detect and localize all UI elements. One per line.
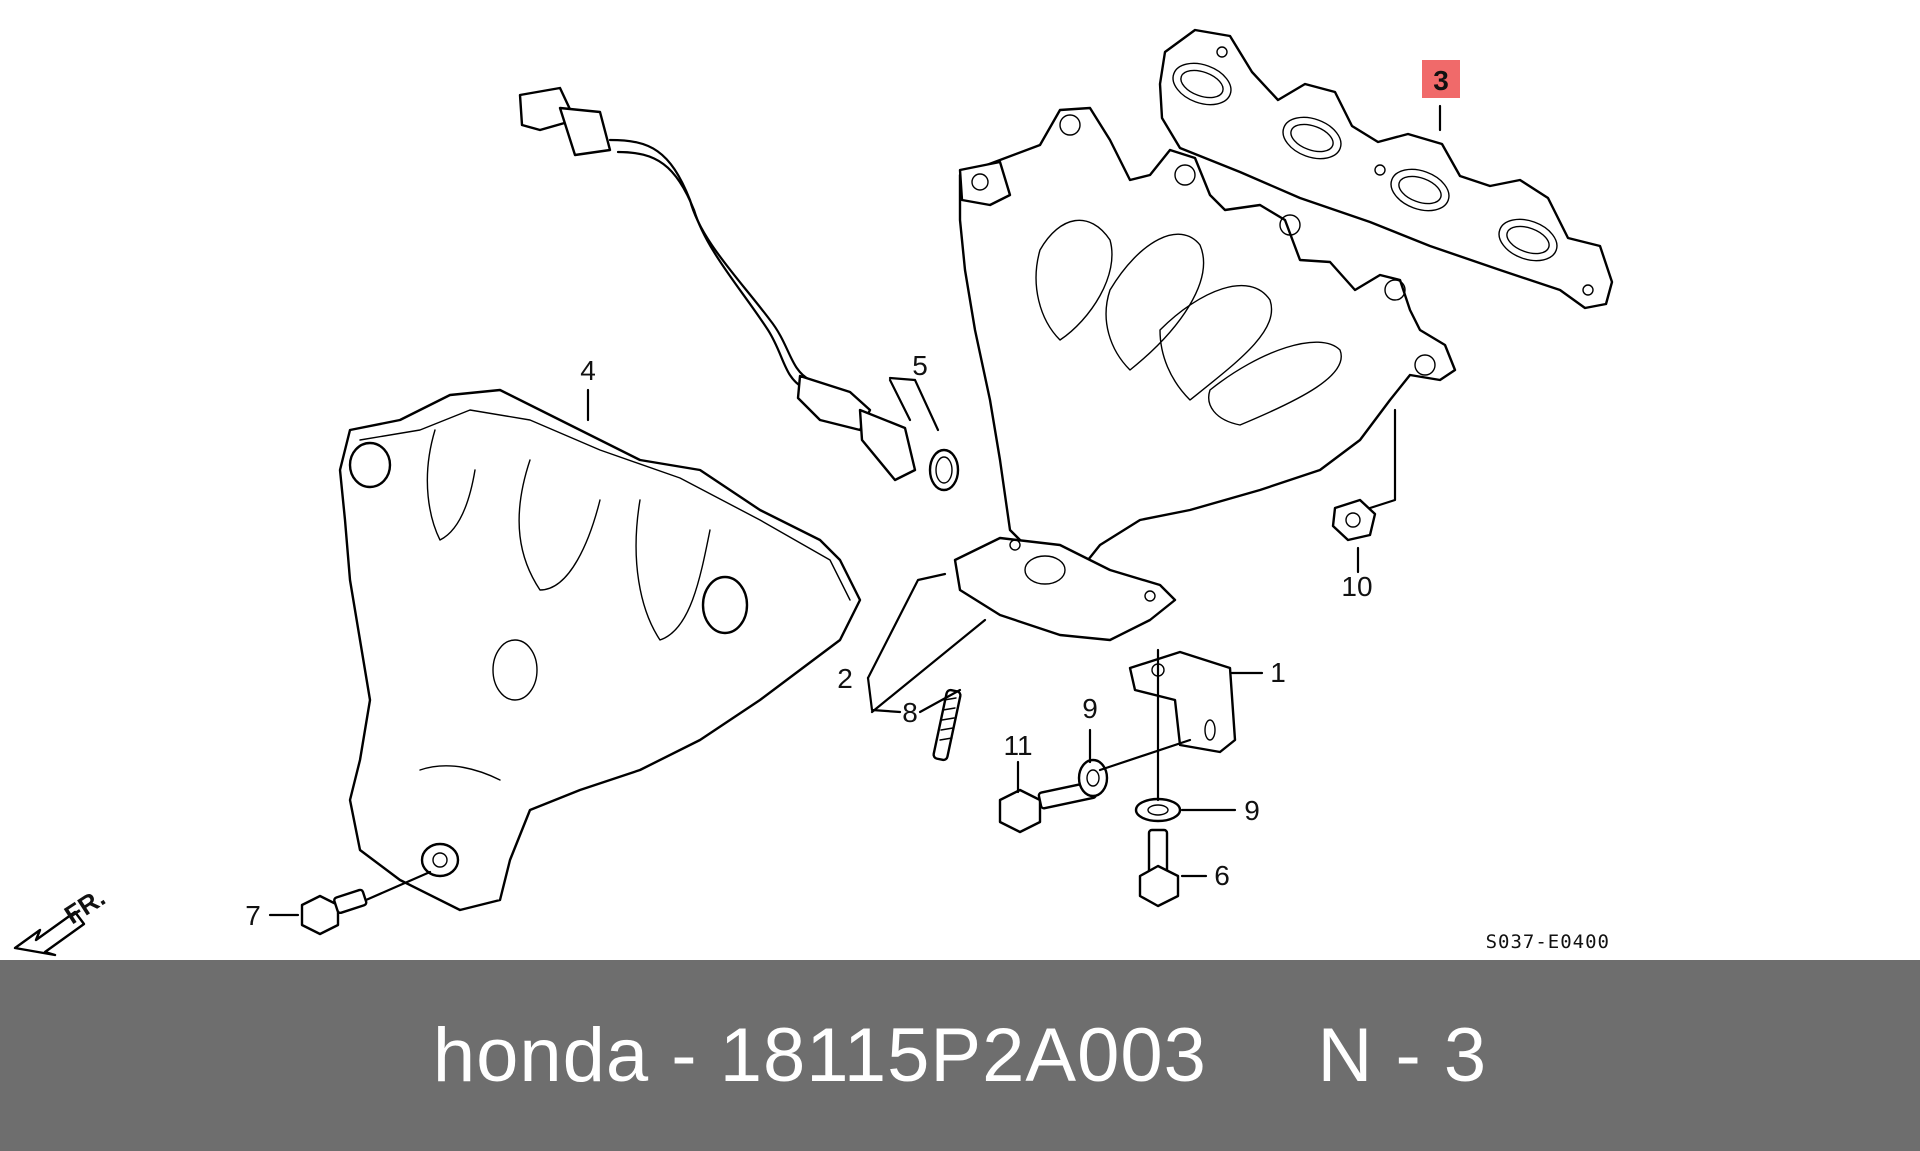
part-4-heat-shield <box>338 388 862 912</box>
callout-11[interactable]: 11 <box>1003 730 1032 761</box>
part-3-gasket <box>1158 28 1614 310</box>
part-8-stud <box>932 688 962 762</box>
callouts: 3 4 5 10 1 2 8 9 11 9 6 7 <box>245 60 1460 931</box>
part-6-bolt <box>1138 828 1180 908</box>
callout-9-upper[interactable]: 9 <box>1082 693 1098 724</box>
callout-2[interactable]: 2 <box>837 663 853 694</box>
callout-8[interactable]: 8 <box>902 697 918 728</box>
leader-lines <box>268 104 1442 917</box>
callout-5[interactable]: 5 <box>912 350 928 381</box>
callout-3[interactable]: 3 <box>1433 65 1449 96</box>
part-1-bracket <box>1128 650 1237 754</box>
callout-10[interactable]: 10 <box>1341 571 1372 602</box>
callout-4[interactable]: 4 <box>580 355 596 386</box>
part-10-nut <box>1331 498 1377 542</box>
diagram-code: S037-E0400 <box>1486 931 1610 953</box>
part-9-washer-upper <box>1077 758 1109 798</box>
part-3-highlight <box>1422 60 1460 98</box>
part-9-washer-lower <box>1134 797 1182 823</box>
callout-7[interactable]: 7 <box>245 900 261 931</box>
part-caption: honda - 18115P2A003 N - 3 <box>432 1013 1488 1098</box>
part-5-oxygen-sensor <box>518 86 960 492</box>
arrow-icon <box>13 910 86 957</box>
exhaust-manifold <box>953 106 1457 642</box>
exhaust-manifold-diagram: 3 4 5 10 1 2 8 9 11 9 6 7 FR. S037-E0400 <box>13 28 1614 957</box>
callout-6[interactable]: 6 <box>1214 860 1230 891</box>
front-direction-arrow: FR. <box>13 882 110 957</box>
callout-1[interactable]: 1 <box>1270 657 1286 688</box>
caption-footer: honda - 18115P2A003 N - 3 <box>0 960 1920 1151</box>
callout-9-lower[interactable]: 9 <box>1244 795 1260 826</box>
part-7-bolt <box>300 888 368 936</box>
